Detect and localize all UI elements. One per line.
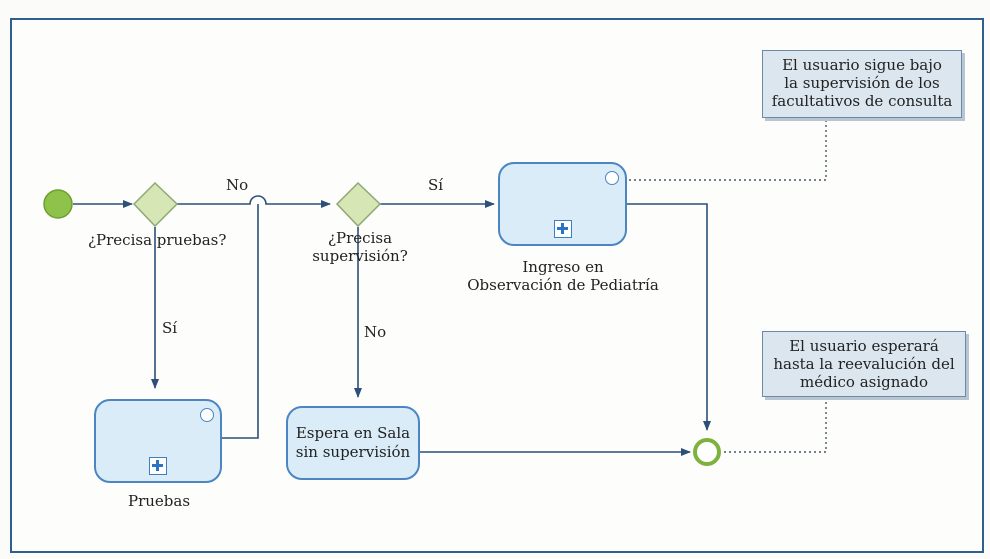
end-event: [693, 438, 721, 466]
annotation-reevaluation-line3: médico asignado: [800, 373, 928, 391]
annotation-reevaluation: El usuario esperará hasta la reevalución…: [762, 331, 966, 397]
association-end-note: [724, 396, 827, 453]
gateway-tests: [132, 181, 179, 228]
annotation-supervision-line1: El usuario sigue bajo: [782, 56, 942, 74]
task-pruebas-label: Pruebas: [128, 492, 191, 510]
flow-supervision-no-label: No: [364, 323, 387, 341]
flow-tests-no: [177, 195, 331, 208]
annotation-supervision-line2: la supervisión de los: [784, 74, 940, 92]
task-ingreso-label-line2: Observación de Pediatría: [467, 276, 659, 294]
annotation-supervision: El usuario sigue bajo la supervisión de …: [762, 50, 962, 118]
flow-pruebas-return: [222, 204, 259, 439]
task-espera-sala[interactable]: Espera en Sala sin supervisión: [286, 406, 420, 480]
gateway-supervision: [335, 181, 382, 228]
task-ingreso-label-line1: Ingreso en: [522, 258, 604, 276]
task-state-icon: [605, 171, 619, 185]
task-espera-label-line1: Espera en Sala: [295, 424, 411, 442]
gateway-tests-label: ¿Precisa pruebas?: [88, 231, 227, 249]
task-ingreso-observacion[interactable]: [498, 162, 627, 246]
subprocess-plus-icon: [554, 220, 572, 238]
subprocess-plus-icon: [149, 457, 167, 475]
annotation-reevaluation-line2: hasta la reevalución del: [773, 355, 955, 373]
gateway-supervision-label-line2: supervisión?: [312, 247, 408, 265]
task-espera-label-line2: sin supervisión: [295, 443, 411, 461]
annotation-reevaluation-line1: El usuario esperará: [789, 337, 939, 355]
task-ingreso-label: Ingreso en Observación de Pediatría: [463, 258, 663, 294]
task-pruebas[interactable]: [94, 399, 222, 483]
start-event: [43, 189, 73, 219]
gateway-supervision-label-line1: ¿Precisa: [327, 229, 393, 247]
flow-supervision-yes-label: Sí: [428, 176, 444, 194]
flow-tests-no-label: No: [226, 176, 249, 194]
flow-tests-yes-label: Sí: [162, 319, 178, 337]
gateway-supervision-label: ¿Precisa supervisión?: [306, 229, 414, 265]
task-state-icon: [200, 408, 214, 422]
association-ingreso-note: [629, 118, 827, 181]
annotation-supervision-line3: facultativos de consulta: [771, 92, 953, 110]
flow-ingreso-to-end: [627, 203, 711, 431]
